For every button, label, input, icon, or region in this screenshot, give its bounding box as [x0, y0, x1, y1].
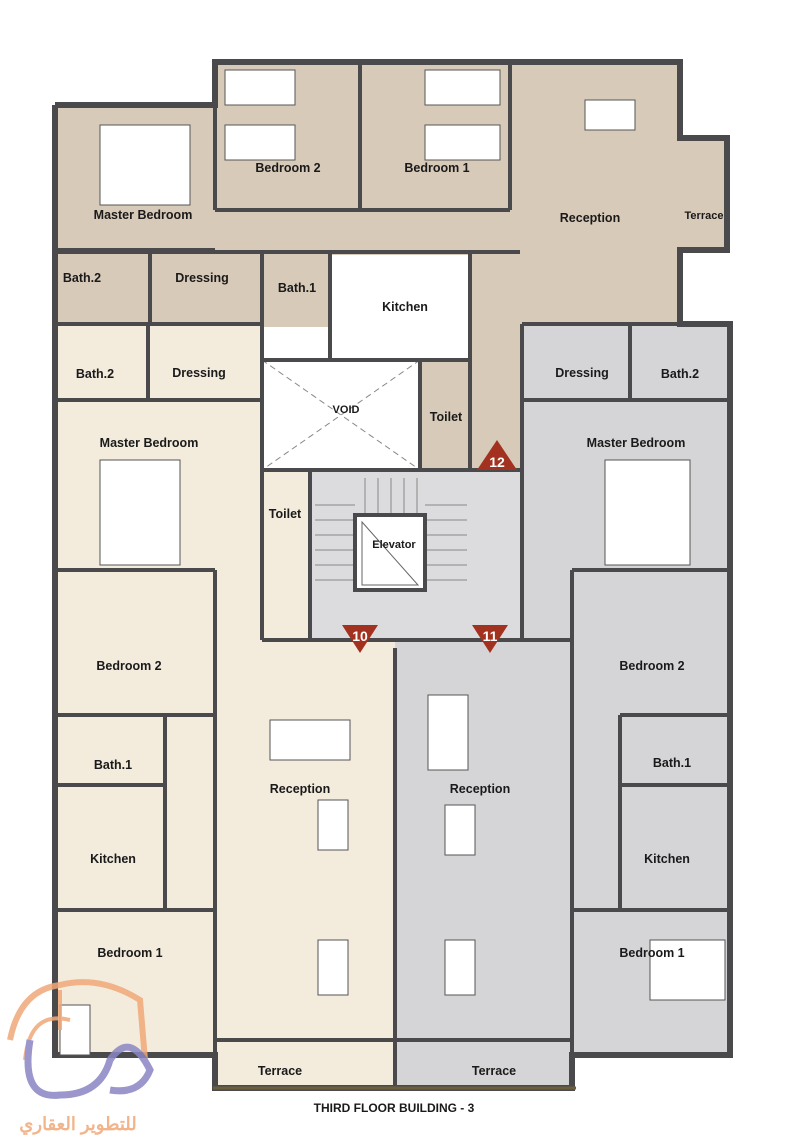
elevator-label: Elevator	[372, 539, 416, 551]
room-label: Terrace	[685, 210, 724, 222]
room-label: Bath.2	[63, 271, 101, 285]
void-label: VOID	[333, 404, 360, 416]
room-label: Bath.2	[661, 367, 699, 381]
unit-marker-11: 11	[472, 625, 508, 653]
unit-10	[55, 325, 395, 1088]
room-label: Reception	[560, 211, 620, 225]
room-label: Bath.1	[653, 756, 691, 770]
plan-caption: THIRD FLOOR BUILDING - 3	[314, 1101, 475, 1115]
entry-corridor-12	[470, 252, 522, 472]
room-label: Bedroom 1	[404, 161, 469, 175]
room-label: Master Bedroom	[100, 436, 199, 450]
room-toilet-12	[420, 360, 470, 470]
svg-text:12: 12	[489, 454, 505, 470]
elevator-car	[361, 520, 420, 586]
room-label: Master Bedroom	[94, 208, 193, 222]
unit-marker-12: 12	[477, 440, 517, 470]
walls	[52, 59, 733, 1091]
svg-text:10: 10	[352, 628, 368, 644]
room-label: Master Bedroom	[587, 436, 686, 450]
svg-text:11: 11	[483, 628, 498, 644]
room-label: Bath.1	[278, 281, 316, 295]
room-label: Dressing	[172, 366, 226, 380]
void-cross	[261, 359, 421, 471]
room-label: Toilet	[430, 410, 463, 424]
room-reception-10	[215, 640, 395, 1088]
room-label: Bedroom 2	[619, 659, 684, 673]
room-label: Kitchen	[90, 852, 136, 866]
room-label: Dressing	[555, 366, 609, 380]
room-label: Terrace	[258, 1064, 302, 1078]
room-label: Bedroom 1	[97, 946, 162, 960]
stairs	[315, 478, 467, 581]
room-label: Kitchen	[382, 300, 428, 314]
room-label: Kitchen	[644, 852, 690, 866]
room-label: Toilet	[269, 507, 302, 521]
room-label: Bath.2	[76, 367, 114, 381]
room-terrace-12	[680, 138, 727, 250]
room-toilet-10	[260, 470, 310, 640]
furniture	[59, 69, 726, 1056]
void-cross	[261, 359, 421, 471]
room-label: Terrace	[472, 1064, 516, 1078]
room-label: Bath.1	[94, 758, 132, 772]
room-label: Dressing	[175, 271, 229, 285]
room-label: Reception	[270, 782, 330, 796]
logo-tagline: للتطوير العقاري	[19, 1114, 136, 1135]
company-logo: للتطوير العقاري	[7, 979, 154, 1135]
unit-11	[395, 325, 730, 1088]
room-label: Bedroom 2	[96, 659, 161, 673]
room-label: Bedroom 2	[255, 161, 320, 175]
room-label: Bedroom 1	[619, 946, 684, 960]
unit-marker-10: 10	[342, 625, 378, 653]
room-reception-11	[395, 640, 572, 1088]
room-label: Reception	[450, 782, 510, 796]
room-kitchen-12	[330, 255, 470, 360]
